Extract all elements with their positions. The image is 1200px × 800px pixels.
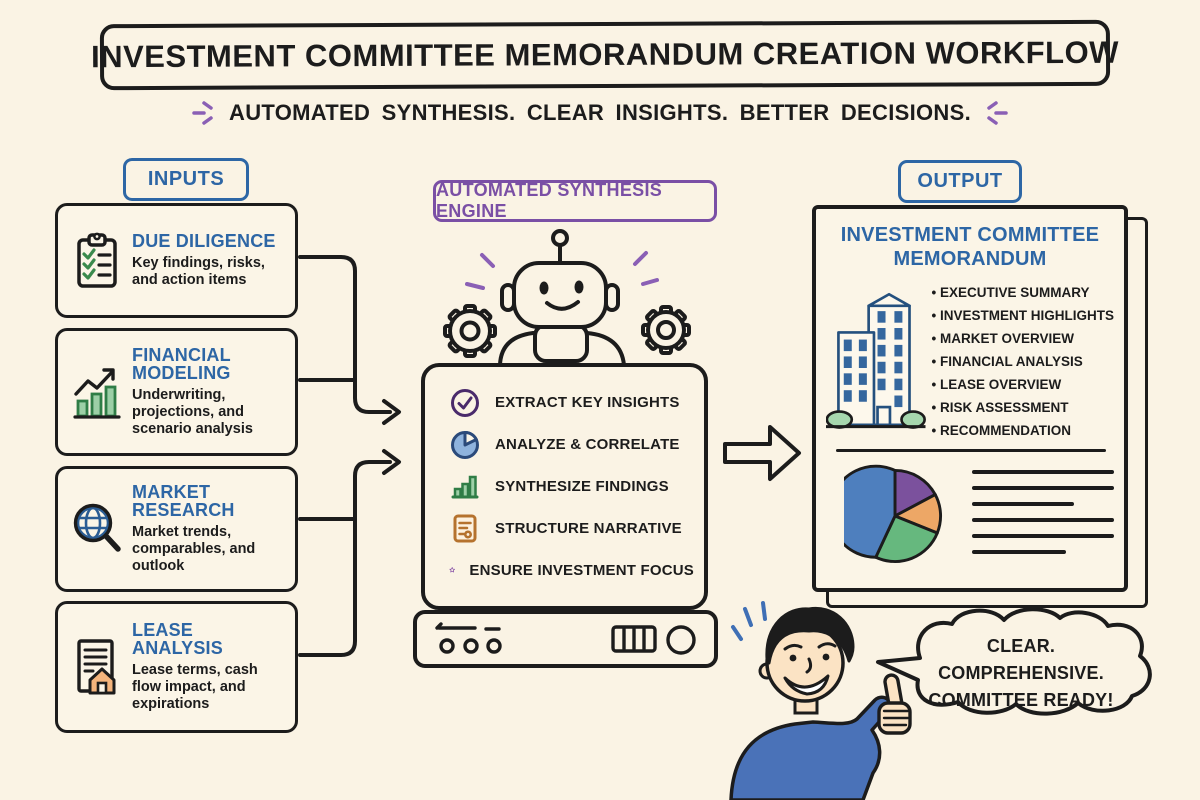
engine-label-text: AUTOMATED SYNTHESIS ENGINE [436, 180, 663, 221]
document-title: INVESTMENT COMMITTEE MEMORANDUM [840, 224, 1100, 270]
engine-step: ANALYZE & CORRELATE [449, 429, 694, 461]
globe-magnifier-icon [66, 499, 128, 559]
gear-icon [443, 304, 691, 358]
memo-section: FINANCIAL ANALYSIS [932, 350, 1115, 373]
console-knob-icon [463, 638, 479, 654]
input-card-title: LEASE ANALYSIS [132, 619, 223, 659]
sparkle-icon [731, 601, 767, 641]
arrowhead-top [382, 399, 401, 425]
speech-line-1: CLEAR. COMPREHENSIVE. [938, 636, 1104, 683]
speech-bubble-text: CLEAR. COMPREHENSIVE. COMMITTEE READY! [902, 633, 1140, 714]
inputs-label-text: INPUTS [147, 168, 225, 190]
document-lines-icon [453, 514, 477, 543]
check-circle-icon [451, 388, 479, 417]
text-line [972, 486, 1114, 490]
robot-illustration [443, 229, 691, 365]
memo-section: RISK ASSESSMENT [932, 396, 1115, 419]
engine-steps-panel: EXTRACT KEY INSIGHTS ANALYZE & CORRELATE… [421, 363, 708, 610]
input-card-description: Lease terms, cash flow impact, and expir… [132, 662, 258, 713]
engine-step: SYNTHESIZE FINDINGS [449, 470, 694, 502]
connector-top-group [298, 255, 392, 414]
memo-section: RECOMMENDATION [932, 419, 1115, 442]
memo-section-list: EXECUTIVE SUMMARY INVESTMENT HIGHLIGHTS … [926, 281, 1115, 443]
engine-step-label: ENSURE INVESTMENT FOCUS [469, 561, 694, 579]
pie-chart-figure [844, 464, 942, 563]
input-card-financial-modeling: FINANCIAL MODELING Underwriting, project… [55, 328, 298, 456]
smile [783, 674, 830, 696]
subtitle-text: AUTOMATED SYNTHESIS. CLEAR INSIGHTS. BET… [229, 100, 971, 125]
console-knob-icon [439, 638, 455, 654]
input-card-lease-analysis: LEASE ANALYSIS Lease terms, cash flow im… [55, 601, 298, 733]
input-card-description: Underwriting, projections, and scenario … [132, 387, 253, 438]
arrowhead-bottom [382, 449, 401, 475]
input-card-title: DUE DILIGENCE [132, 231, 276, 252]
engine-step: ENSURE INVESTMENT FOCUS [449, 554, 694, 586]
inputs-section-label: INPUTS [123, 158, 249, 201]
star-icon [449, 567, 455, 573]
output-label-text: OUTPUT [917, 170, 1003, 192]
pie-chart-icon [451, 430, 479, 459]
input-card-due-diligence: DUE DILIGENCE Key findings, risks, and a… [55, 203, 298, 318]
text-line [972, 534, 1114, 538]
connector-bottom-group [298, 460, 392, 657]
clipboard-checklist-icon [66, 231, 128, 291]
input-card-title: MARKET RESEARCH [132, 481, 235, 521]
memo-section: EXECUTIVE SUMMARY [932, 281, 1115, 304]
text-line [972, 550, 1066, 554]
engine-step: EXTRACT KEY INSIGHTS [449, 387, 694, 419]
engine-step-label: EXTRACT KEY INSIGHTS [495, 394, 680, 412]
sparkle-icon [987, 101, 1008, 125]
document-divider [836, 449, 1106, 452]
sweater [729, 695, 893, 800]
text-line [972, 518, 1114, 522]
memo-section: MARKET OVERVIEW [932, 327, 1115, 350]
input-card-description: Key findings, risks, and action items [132, 254, 265, 288]
input-card-description: Market trends, comparables, and outlook [132, 524, 256, 575]
console-vent-icon [611, 625, 657, 653]
memo-section: LEASE OVERVIEW [932, 373, 1115, 396]
eyebrow [817, 642, 837, 649]
engine-step-label: STRUCTURE NARRATIVE [495, 519, 682, 537]
engine-console [413, 610, 718, 668]
sparkle-icon [192, 101, 213, 125]
speech-bubble [876, 607, 1152, 716]
nose [805, 657, 813, 674]
eyebrow [783, 643, 803, 651]
engine-step-label: ANALYZE & CORRELATE [495, 436, 680, 454]
input-card-market-research: MARKET RESEARCH Market trends, comparabl… [55, 466, 298, 592]
speech-line-2: COMMITTEE READY! [928, 690, 1114, 710]
text-line [972, 470, 1114, 474]
sparkle-icon [465, 251, 659, 290]
memo-section: INVESTMENT HIGHLIGHTS [932, 304, 1114, 327]
robot-head [498, 229, 626, 365]
engine-step-label: SYNTHESIZE FINDINGS [495, 477, 669, 495]
bar-chart-icon [451, 476, 479, 499]
eye [789, 654, 797, 662]
input-card-title: FINANCIAL MODELING [132, 344, 231, 384]
console-knob-icon [486, 638, 502, 654]
hair [765, 606, 855, 665]
growth-bar-chart-icon [66, 363, 128, 421]
console-button-icon [666, 625, 696, 655]
thumbs-up-hand-icon [877, 673, 912, 735]
text-line [972, 502, 1074, 506]
engine-step: STRUCTURE NARRATIVE [449, 512, 694, 544]
building-icon [826, 292, 926, 429]
engine-to-output-arrow-icon [723, 425, 801, 481]
subtitle-row: AUTOMATED SYNTHESIS. CLEAR INSIGHTS. BET… [0, 99, 1200, 127]
eye [822, 653, 830, 661]
report-text-lines [972, 470, 1114, 566]
engine-section-label: AUTOMATED SYNTHESIS ENGINE [433, 180, 717, 222]
output-section-label: OUTPUT [898, 160, 1022, 203]
person-thumbs-up-illustration [729, 601, 912, 800]
memorandum-document: INVESTMENT COMMITTEE MEMORANDUM [812, 205, 1128, 592]
lease-document-house-icon [66, 636, 128, 698]
console-controls [435, 622, 696, 655]
